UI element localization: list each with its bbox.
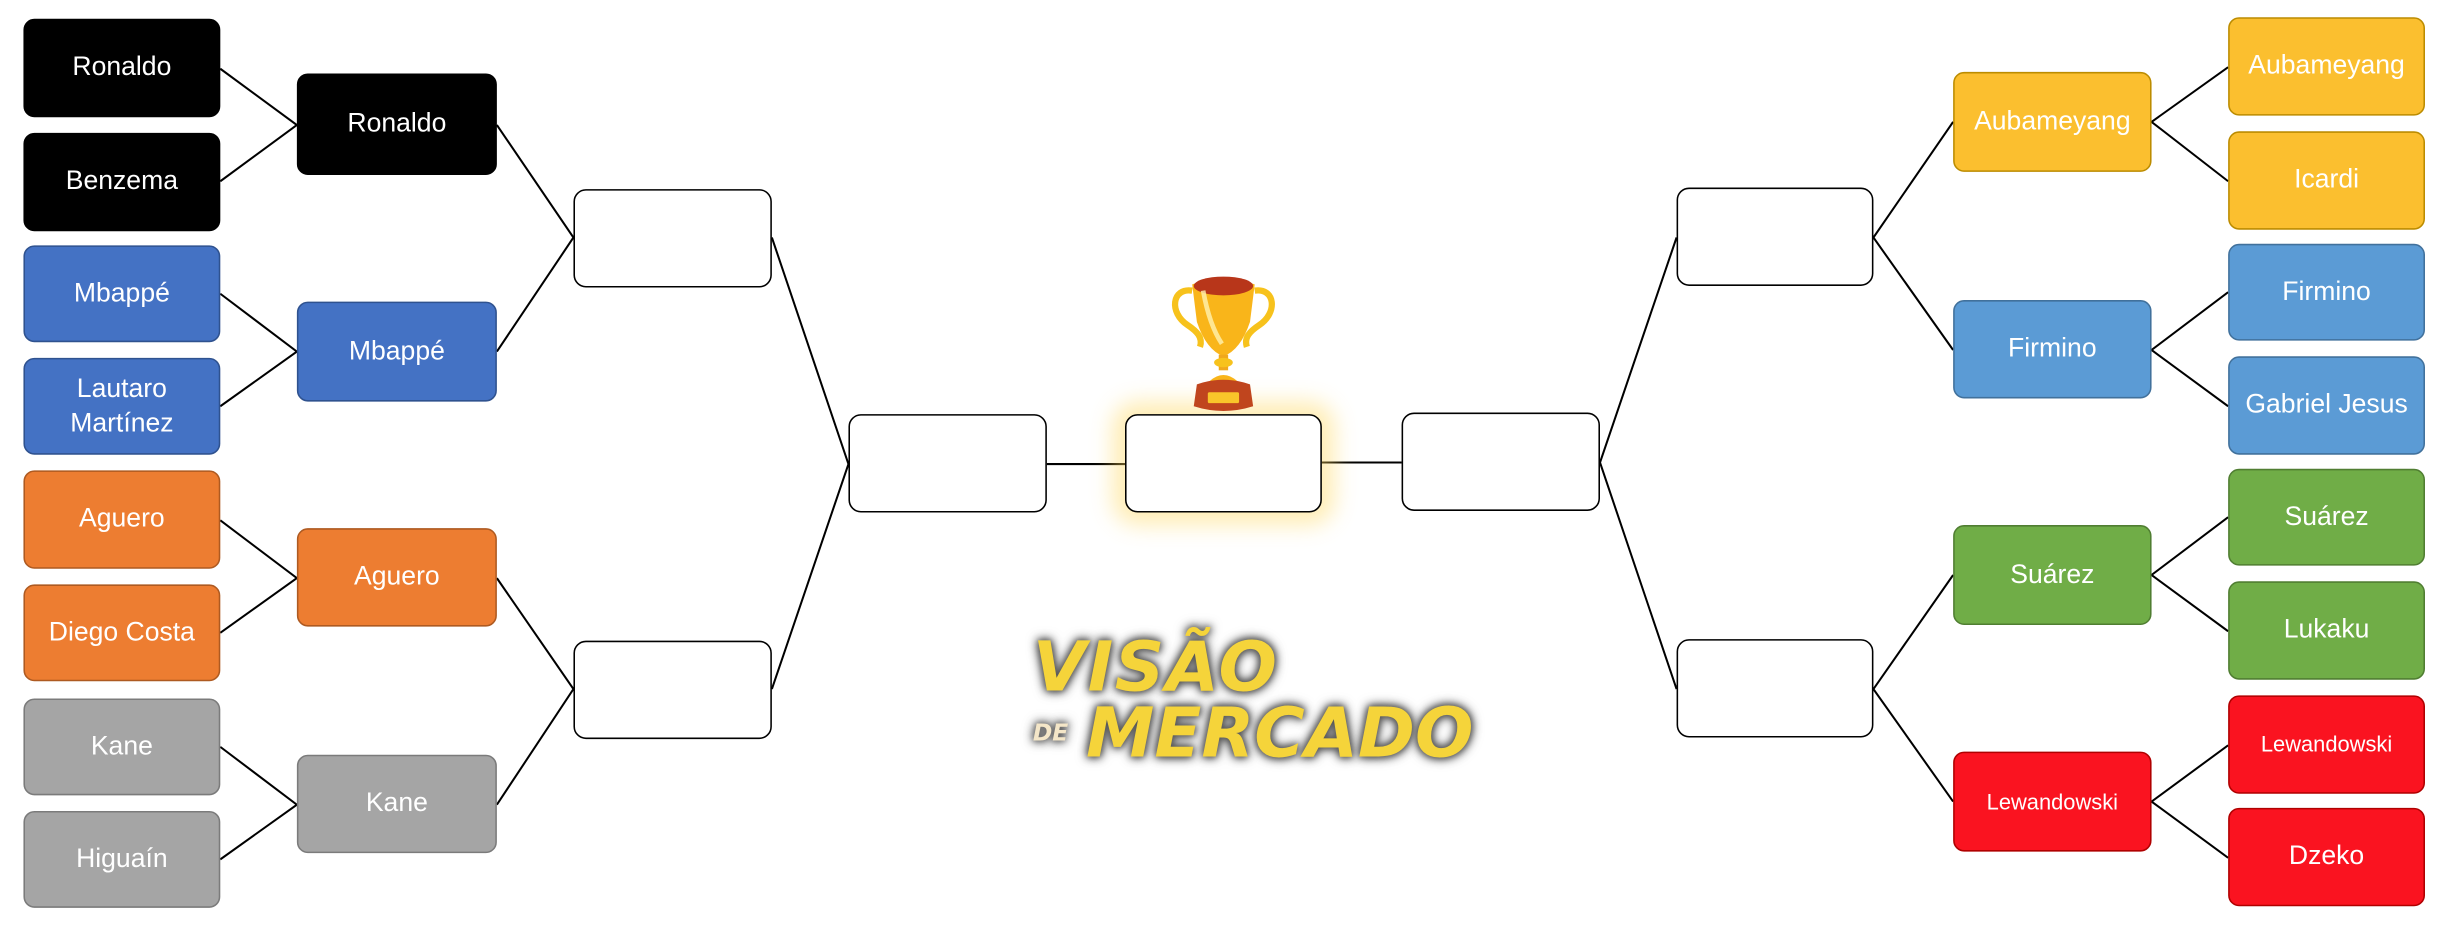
right-r16-slot[interactable]: Lukaku [2228,581,2425,680]
right-r16-slot[interactable]: Icardi [2228,131,2425,230]
right-qf-slot[interactable]: Aubameyang [1953,71,2152,172]
left-r16-slot[interactable]: Higuaín [23,810,221,908]
visao-de-mercado-logo: VISÃO DE MERCADO [1023,628,1474,778]
left-finalist-slot[interactable] [848,414,1047,513]
right-r16-slot[interactable]: Firmino [2228,243,2425,341]
left-r16-slot[interactable]: Ronaldo [23,18,221,118]
right-sf-slot[interactable] [1676,187,1874,286]
right-qf-slot[interactable]: Firmino [1953,300,2152,399]
left-r16-slot[interactable]: Diego Costa [23,584,221,682]
left-r16-slot[interactable]: Aguero [23,470,221,569]
right-finalist-slot[interactable] [1401,412,1600,511]
right-r16-slot[interactable]: Suárez [2228,468,2425,566]
logo-line-1: VISÃO [1032,628,1279,708]
right-r16-slot[interactable]: Dzeko [2228,807,2425,907]
left-qf-slot[interactable]: Kane [296,754,497,854]
right-r16-slot[interactable]: Lewandowski [2228,695,2425,794]
right-r16-slot[interactable]: Aubameyang [2228,17,2425,116]
logo-line-2: DE [1032,718,1069,747]
left-qf-slot[interactable]: Mbappé [296,301,497,402]
logo-line-3: MERCADO [1085,693,1474,774]
left-r16-slot[interactable]: Kane [23,698,221,796]
left-r16-slot[interactable]: Mbappé [23,245,221,343]
left-qf-slot[interactable]: Aguero [296,528,497,627]
trophy-icon [1171,276,1275,411]
left-r16-slot[interactable]: Benzema [23,132,221,232]
right-sf-slot[interactable] [1676,639,1874,738]
left-r16-slot[interactable]: Lautaro Martínez [23,357,221,455]
right-qf-slot[interactable]: Suárez [1953,525,2152,625]
left-qf-slot[interactable]: Ronaldo [296,73,497,175]
right-qf-slot[interactable]: Lewandowski [1953,751,2152,852]
champion-slot[interactable] [1125,414,1322,513]
right-r16-slot[interactable]: Gabriel Jesus [2228,356,2425,455]
left-sf-slot[interactable] [573,189,772,288]
left-sf-slot[interactable] [573,640,772,740]
